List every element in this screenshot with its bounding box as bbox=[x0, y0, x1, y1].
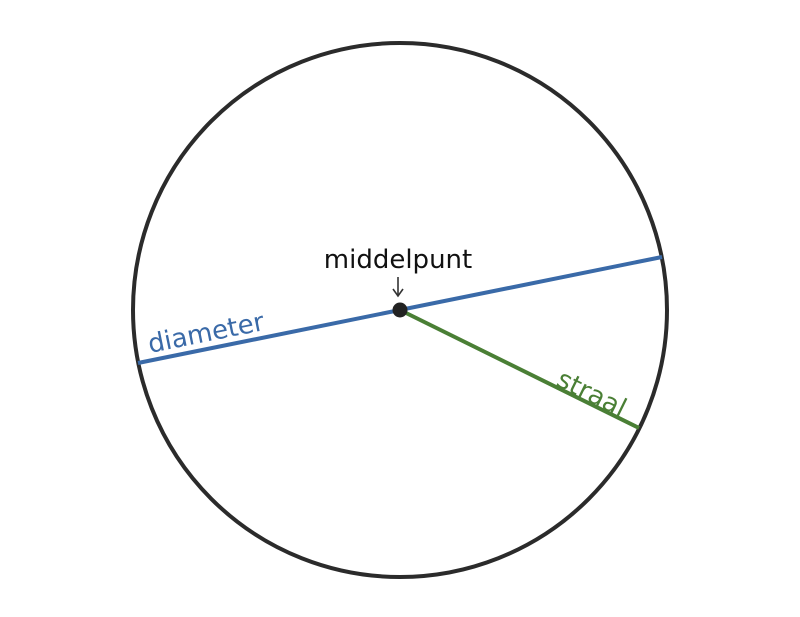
center-point bbox=[392, 302, 408, 318]
radius-line bbox=[399, 308, 640, 430]
radius-label: straal bbox=[552, 364, 631, 423]
center-arrow bbox=[392, 277, 404, 298]
center-label: middelpunt bbox=[324, 245, 472, 275]
circle-outline bbox=[131, 41, 669, 579]
diameter-label: diameter bbox=[145, 307, 267, 360]
